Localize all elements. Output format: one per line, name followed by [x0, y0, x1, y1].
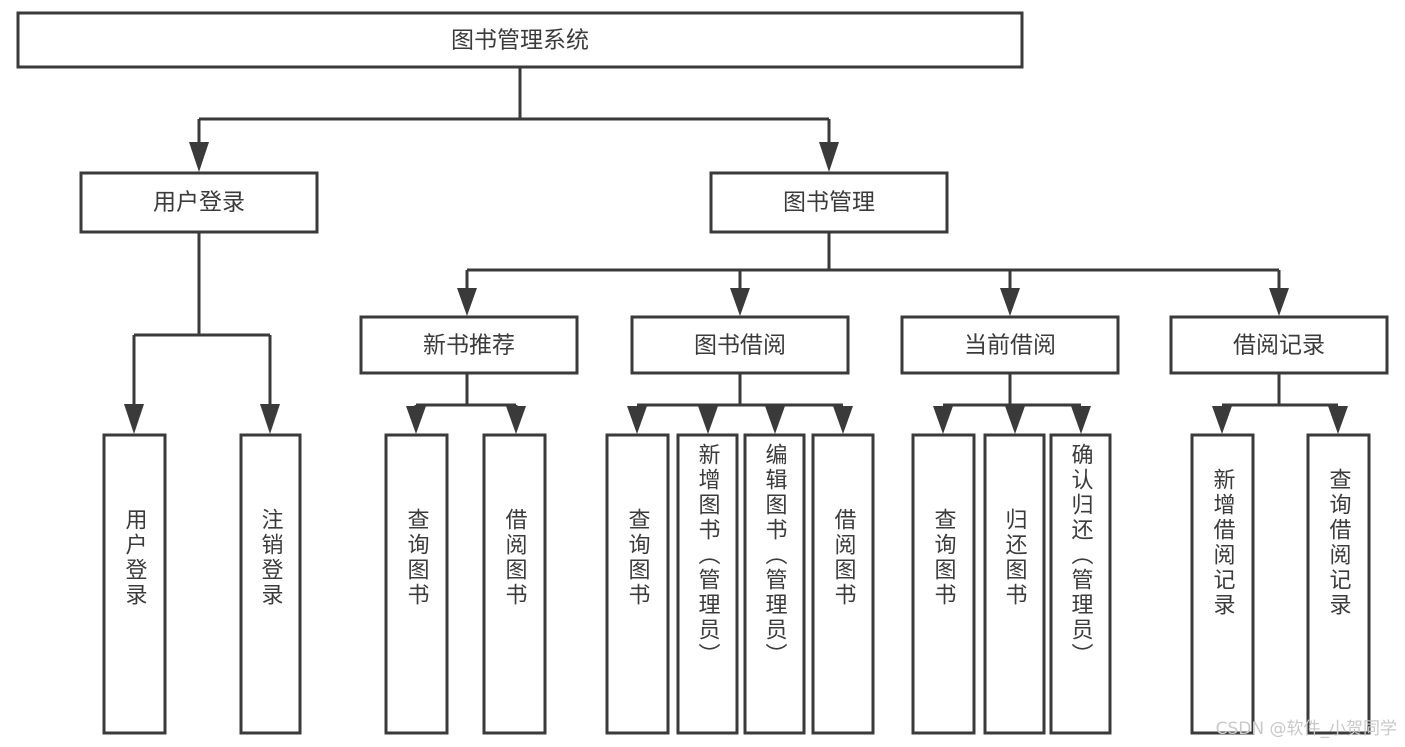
arrow-root-to-userlogin	[189, 142, 209, 172]
arrow-userlogin-leaf-1	[124, 404, 144, 434]
node-current-borrow-label: 当前借阅	[964, 333, 1056, 359]
leaf-box-logout[interactable]	[239, 433, 302, 735]
leaf-labels-group: 用户登录 注销登录 查询图书 借阅图书 查询图书 新增图书（管理员） 编辑图书（…	[122, 443, 1352, 668]
arrow-bookmgmt-to-current	[1000, 288, 1020, 316]
leaf-box-add-borrow-record[interactable]	[1190, 433, 1255, 735]
leaf-box-query-book-current[interactable]	[911, 433, 976, 735]
node-borrow-records[interactable]: 借阅记录	[1169, 315, 1389, 375]
leaf-label-logout: 注销登录	[258, 508, 284, 608]
arrow-borrow-leaf-4	[833, 406, 853, 434]
arrow-newbook-leaf-1	[406, 406, 426, 434]
leaf-label-edit-book-admin: 编辑图书（管理员）	[762, 443, 788, 668]
connector-group-userlogin	[124, 232, 280, 434]
connector-group-root	[189, 67, 839, 172]
leaf-label-query-borrow-record: 查询借阅记录	[1326, 468, 1352, 618]
arrow-borrow-leaf-3	[765, 406, 785, 434]
arrow-records-leaf-2	[1328, 406, 1348, 434]
node-root-label: 图书管理系统	[451, 28, 589, 54]
node-new-book-recommend-box	[359, 315, 579, 375]
leaf-box-user-login[interactable]	[102, 433, 167, 735]
leaf-box-query-borrow-record[interactable]	[1306, 433, 1371, 735]
leaf-box-borrow-book[interactable]	[811, 433, 875, 735]
node-book-management-label: 图书管理	[783, 190, 875, 216]
arrow-borrow-leaf-2	[698, 406, 718, 434]
connector-group-newbook	[406, 373, 526, 434]
arrow-bookmgmt-to-borrow	[730, 288, 750, 316]
node-user-login-box	[79, 171, 319, 234]
node-book-borrow-box	[630, 315, 850, 375]
leaf-box-confirm-return-admin[interactable]	[1049, 433, 1112, 735]
node-root[interactable]: 图书管理系统	[16, 11, 1024, 69]
arrow-newbook-leaf-2	[506, 406, 526, 434]
node-current-borrow-box	[900, 315, 1120, 375]
leaf-label-return-book: 归还图书	[1002, 508, 1028, 608]
node-borrow-records-box	[1169, 315, 1389, 375]
leaf-box-return-book[interactable]	[983, 433, 1046, 735]
leaf-label-query-book-borrow: 查询图书	[625, 508, 651, 608]
arrow-current-leaf-1	[933, 406, 953, 434]
leaf-label-add-book-admin: 新增图书（管理员）	[695, 443, 721, 668]
arrow-bookmgmt-to-newbook	[457, 288, 477, 316]
arrow-root-to-bookmgmt	[819, 142, 839, 172]
leaf-nodes-group	[102, 433, 1371, 735]
leaf-label-confirm-return-admin: 确认归还（管理员）	[1068, 443, 1094, 668]
leaf-label-borrow-book: 借阅图书	[831, 508, 857, 608]
node-new-book-recommend[interactable]: 新书推荐	[359, 315, 579, 375]
leaf-label-query-book-current: 查询图书	[931, 508, 957, 608]
leaf-label-borrow-book-rec: 借阅图书	[502, 508, 528, 608]
node-new-book-recommend-label: 新书推荐	[423, 333, 515, 359]
arrow-current-leaf-2	[1005, 406, 1025, 434]
connector-group-borrow	[627, 373, 853, 434]
leaf-box-edit-book-admin[interactable]	[743, 433, 806, 735]
arrow-userlogin-leaf-2	[260, 404, 280, 434]
leaf-label-add-borrow-record: 新增借阅记录	[1210, 468, 1236, 618]
arrow-bookmgmt-to-records	[1269, 288, 1289, 316]
node-borrow-records-label: 借阅记录	[1233, 333, 1325, 359]
node-user-login-label: 用户登录	[153, 190, 245, 216]
leaf-label-query-book-rec: 查询图书	[404, 508, 430, 608]
node-book-management-box	[709, 171, 949, 234]
connector-group-bookmgmt	[457, 232, 1289, 316]
node-book-borrow-label: 图书借阅	[694, 333, 786, 359]
leaf-box-query-book-borrow[interactable]	[605, 433, 670, 735]
arrow-records-leaf-1	[1212, 406, 1232, 434]
leaf-box-query-book-rec[interactable]	[384, 433, 449, 735]
node-book-borrow[interactable]: 图书借阅	[630, 315, 850, 375]
leaf-box-borrow-book-rec[interactable]	[482, 433, 547, 735]
node-user-login[interactable]: 用户登录	[79, 171, 319, 234]
leaf-box-add-book-admin[interactable]	[676, 433, 739, 735]
node-root-box	[16, 11, 1024, 69]
node-current-borrow[interactable]: 当前借阅	[900, 315, 1120, 375]
arrow-borrow-leaf-1	[627, 406, 647, 434]
leaf-label-user-login: 用户登录	[122, 508, 148, 608]
connector-group-records	[1212, 373, 1348, 434]
arrow-current-leaf-3	[1071, 406, 1091, 434]
node-book-management[interactable]: 图书管理	[709, 171, 949, 234]
connector-group-current	[933, 373, 1091, 434]
